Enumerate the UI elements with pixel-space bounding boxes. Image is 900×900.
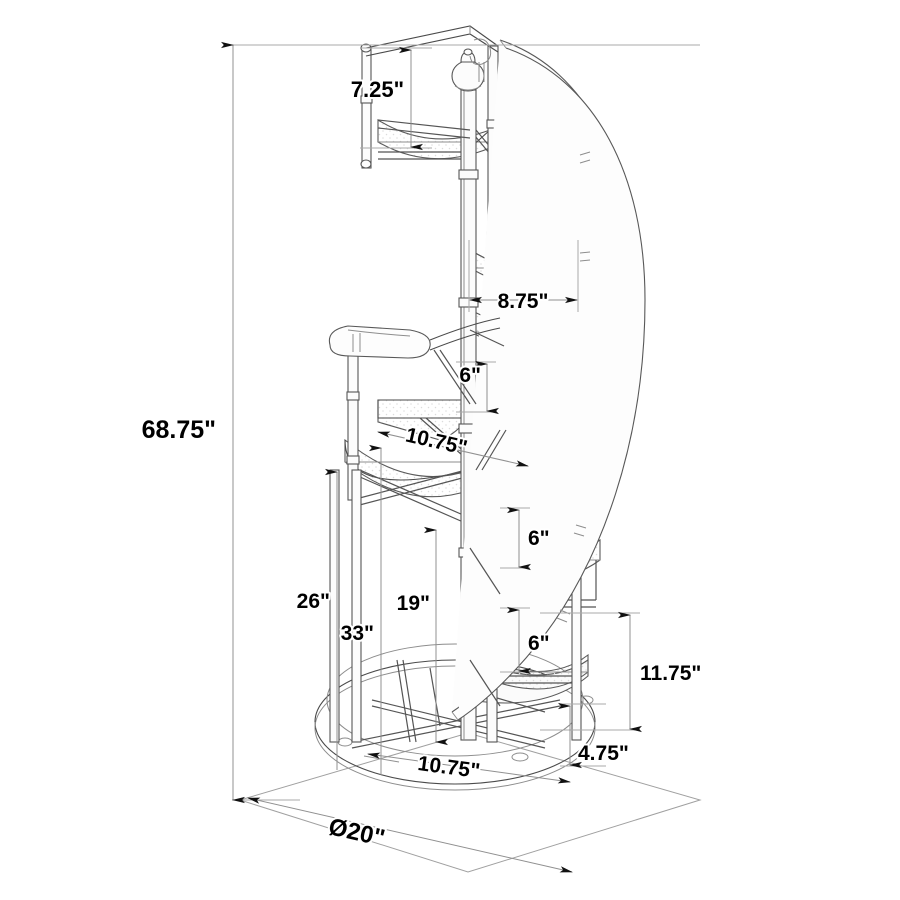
dimension-spacing-mid: 6"	[500, 506, 552, 571]
shelf-top	[377, 119, 502, 161]
ground-plane	[238, 732, 702, 873]
dimension-label-height-33: 33"	[341, 622, 374, 645]
dimension-overall-height: 68.75"	[140, 41, 700, 804]
dimension-height-11-75: 11.75"	[540, 611, 703, 733]
dimension-spacing-lower: 6"	[500, 606, 552, 675]
dimension-spacing-upper: 6"	[456, 360, 499, 415]
dimension-shelf-width: 8.75"	[468, 240, 579, 315]
dimension-height-33: 33"	[339, 444, 382, 775]
spiral-handrail	[328, 39, 646, 721]
dimension-label-shelf-width: 8.75"	[498, 290, 549, 313]
dimension-label-top-clearance: 7.25"	[351, 77, 404, 102]
dimension-label-spacing-lower: 6"	[528, 632, 550, 655]
dimension-label-height-11-75: 11.75"	[640, 662, 701, 685]
dimension-height-26: 26"	[295, 468, 338, 770]
dimension-label-height-26: 26"	[297, 590, 330, 613]
dimension-label-height-4-75: 4.75"	[578, 742, 629, 765]
dimension-label-overall-height: 68.75"	[142, 416, 216, 444]
dimension-base-diameter: Ø20"	[247, 797, 573, 873]
dimension-top-clearance: 7.25"	[349, 46, 432, 151]
dimension-label-spacing-upper: 6"	[459, 364, 481, 387]
dimension-height-4-75: 4.75"	[558, 702, 631, 769]
dimension-label-base-diameter: Ø20"	[326, 813, 387, 852]
dimension-label-height-19: 19"	[397, 592, 430, 615]
dimension-height-19: 19"	[395, 526, 448, 746]
dimension-label-shelf-depth-lower: 10.75"	[416, 752, 481, 783]
dimension-label-spacing-mid: 6"	[528, 527, 550, 550]
